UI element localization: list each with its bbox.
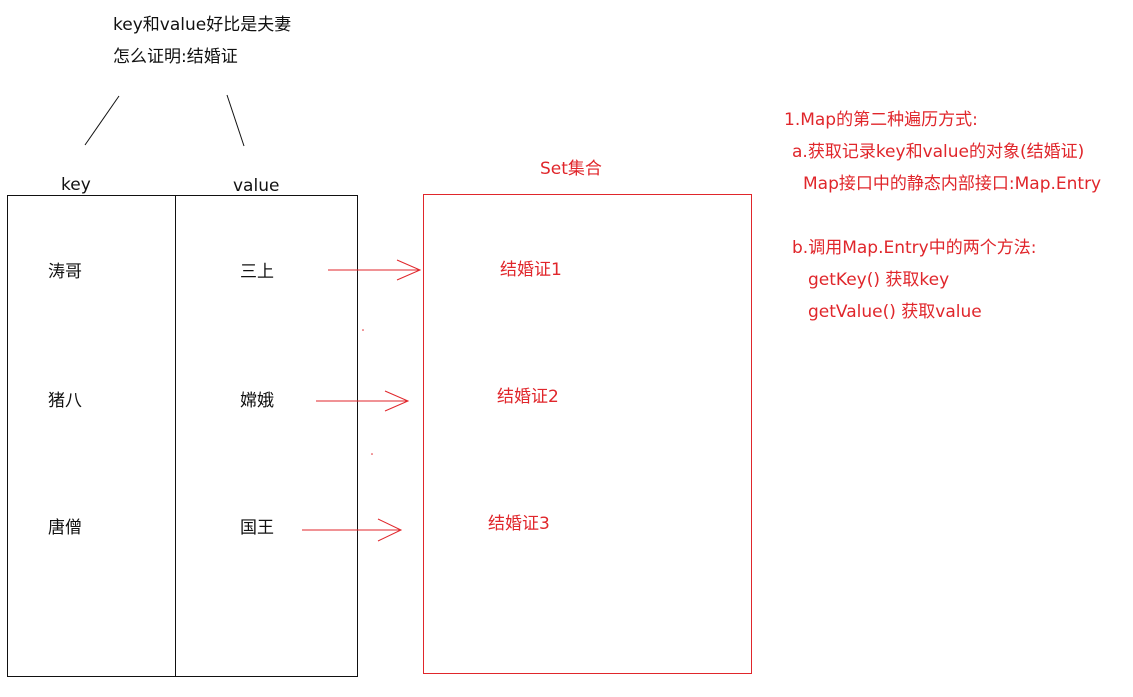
set-entry-1: 结婚证1 xyxy=(500,260,562,280)
notes-line-6: getValue() 获取value xyxy=(808,302,982,322)
notes-line-1: 1.Map的第二种遍历方式: xyxy=(784,110,978,130)
intro-line-1: key和value好比是夫妻 xyxy=(113,15,292,35)
key-column-header: key xyxy=(61,175,91,195)
arrow-row-3 xyxy=(302,518,403,542)
arrow-row-1 xyxy=(328,259,422,281)
table-row-3-key: 唐僧 xyxy=(48,518,82,538)
arrow-row-2 xyxy=(316,390,410,412)
key-connector-line xyxy=(84,95,120,146)
table-row-1-value: 三上 xyxy=(240,262,274,282)
table-row-3-value: 国王 xyxy=(240,518,274,538)
table-row-1-key: 涛哥 xyxy=(48,262,82,282)
set-box-border xyxy=(423,194,752,674)
value-connector-line xyxy=(226,94,245,147)
map-table-border xyxy=(7,195,358,677)
notes-line-2: a.获取记录key和value的对象(结婚证) xyxy=(792,142,1085,162)
notes-line-4: b.调用Map.Entry中的两个方法: xyxy=(792,238,1037,258)
table-row-2-value: 嫦娥 xyxy=(240,391,274,411)
notes-line-5: getKey() 获取key xyxy=(808,270,950,290)
intro-line-2: 怎么证明:结婚证 xyxy=(113,47,238,67)
set-title: Set集合 xyxy=(540,159,602,179)
table-row-2-key: 猪八 xyxy=(48,391,82,411)
value-column-header: value xyxy=(233,176,280,196)
stray-dot xyxy=(362,329,364,331)
stray-dot xyxy=(371,453,373,455)
set-entry-3: 结婚证3 xyxy=(488,514,550,534)
notes-line-3: Map接口中的静态内部接口:Map.Entry xyxy=(803,174,1102,194)
set-entry-2: 结婚证2 xyxy=(497,387,559,407)
